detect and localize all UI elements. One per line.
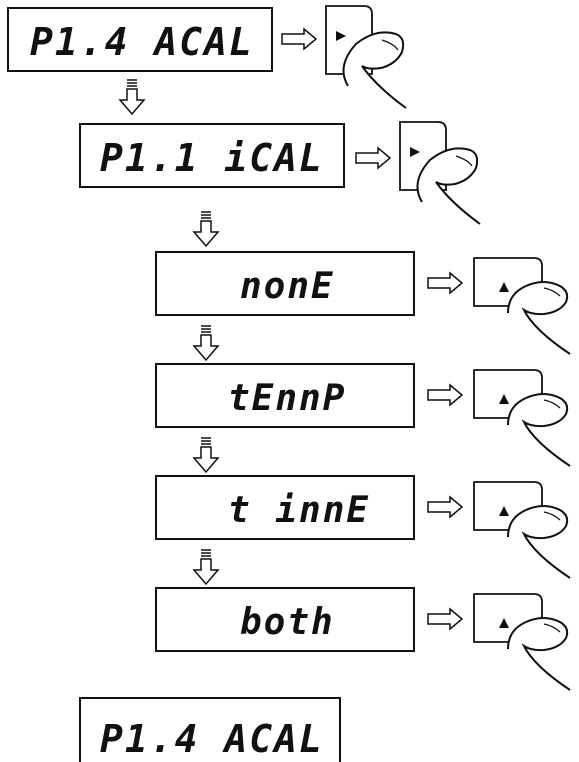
down-arrow-icon xyxy=(193,211,219,247)
up-arrow-key[interactable] xyxy=(473,257,571,355)
down-arrow-icon xyxy=(193,325,219,361)
display-text-p11-ical: P1.1 iCAL xyxy=(100,136,324,180)
display-text-p14-acal: P1.4 ACAL xyxy=(30,20,254,64)
right-arrow-icon xyxy=(427,272,463,294)
up-arrow-key[interactable] xyxy=(473,369,571,467)
right-arrow-icon xyxy=(355,147,391,169)
display-text-none: nonE xyxy=(240,266,335,307)
display-option-both: both xyxy=(155,587,415,652)
right-arrow-key[interactable] xyxy=(325,5,407,109)
display-p11-ical: P1.1 iCAL xyxy=(79,123,345,188)
up-arrow-key[interactable] xyxy=(473,481,571,579)
display-text-time: t innE xyxy=(228,490,370,531)
up-arrow-key[interactable] xyxy=(473,593,571,691)
down-arrow-icon xyxy=(193,549,219,585)
down-arrow-icon xyxy=(119,79,145,115)
right-arrow-key[interactable] xyxy=(399,121,481,225)
right-arrow-icon xyxy=(427,384,463,406)
display-option-temp: tEnnP xyxy=(155,363,415,428)
display-p14-acal-top: P1.4 ACAL xyxy=(7,7,273,72)
display-text-p14-acal-bottom: P1.4 ACAL xyxy=(100,717,324,761)
down-arrow-icon xyxy=(193,437,219,473)
display-text-both: both xyxy=(240,602,335,643)
right-arrow-icon xyxy=(427,496,463,518)
display-p14-acal-bottom: P1.4 ACAL xyxy=(79,697,341,762)
display-option-time: t innE xyxy=(155,475,415,540)
display-option-none: nonE xyxy=(155,251,415,316)
right-arrow-icon xyxy=(427,608,463,630)
display-text-temp: tEnnP xyxy=(228,378,346,419)
right-arrow-icon xyxy=(281,28,317,50)
